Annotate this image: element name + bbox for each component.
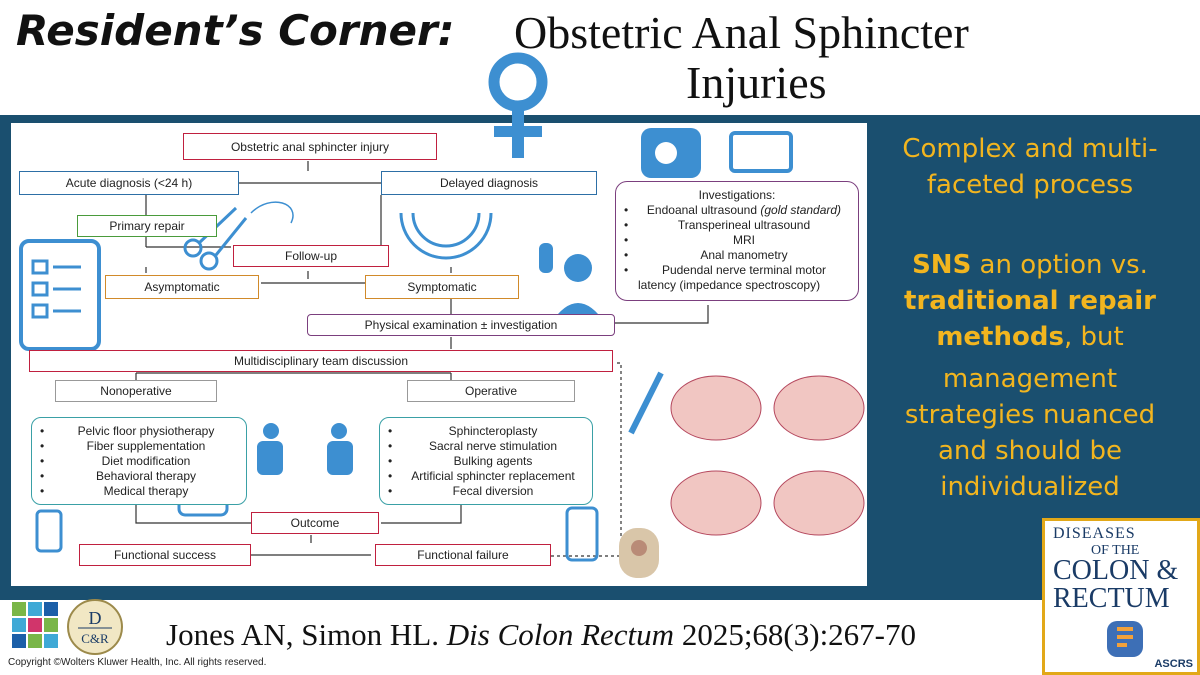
operative-list: Sphincteroplasty Sacral nerve stimulatio… bbox=[388, 424, 584, 499]
list-item: Pelvic floor physiotherapy bbox=[40, 424, 238, 439]
list-item: Bulking agents bbox=[388, 454, 584, 469]
investigation-item-cont: latency (impedance spectroscopy) bbox=[638, 278, 821, 292]
dcr-seal-icon: D C&R bbox=[67, 599, 123, 655]
symptomatic-box: Symptomatic bbox=[365, 275, 519, 299]
summary-line-4: traditional repair bbox=[904, 286, 1156, 316]
journal-cover: DISEASES OF THE COLON & RECTUM ASCRS bbox=[1042, 518, 1200, 675]
summary-line-8: and should be bbox=[937, 436, 1123, 466]
utensil-icon bbox=[35, 509, 63, 553]
operative-box: Operative bbox=[407, 380, 575, 402]
list-item: Sphincteroplasty bbox=[388, 424, 584, 439]
injury-box: Obstetric anal sphincter injury bbox=[183, 133, 437, 160]
summary-line-9: individualized bbox=[940, 472, 1120, 502]
delayed-diagnosis-box: Delayed diagnosis bbox=[381, 171, 597, 195]
flowchart-figure: Obstetric anal sphincter injury Acute di… bbox=[11, 123, 867, 586]
list-item: Behavioral therapy bbox=[40, 469, 238, 484]
list-item: Fecal diversion bbox=[388, 484, 584, 499]
patients-icon bbox=[257, 423, 353, 475]
investigation-item: Endoanal ultrasound (gold standard) bbox=[624, 203, 850, 218]
nonoperative-list-box: Pelvic floor physiotherapy Fiber supplem… bbox=[31, 417, 247, 505]
list-item: Artificial sphincter replacement bbox=[388, 469, 584, 484]
wolters-kluwer-logo-icon bbox=[12, 602, 58, 648]
stoma-icon bbox=[619, 528, 659, 578]
title-bold: Resident’s Corner: bbox=[16, 6, 455, 55]
functional-failure-box: Functional failure bbox=[375, 544, 551, 566]
journal-org: ASCRS bbox=[1154, 658, 1193, 670]
journal-title-1: DISEASES bbox=[1053, 525, 1136, 542]
investigation-item: MRI bbox=[624, 233, 850, 248]
title-main: Obstetric Anal Sphincter bbox=[514, 7, 969, 58]
investigation-item: Anal manometry bbox=[624, 248, 850, 263]
scanner-icon bbox=[641, 128, 793, 178]
summary-line-1: Complex and multi- bbox=[902, 134, 1158, 164]
investigation-item: Pudendal nerve terminal motor bbox=[624, 263, 850, 278]
syringe-icon bbox=[628, 371, 664, 435]
list-item: Diet modification bbox=[40, 454, 238, 469]
journal-title-3: COLON & bbox=[1053, 555, 1179, 586]
probe-icon bbox=[399, 212, 493, 260]
scissors-icon bbox=[183, 201, 294, 271]
title-main-line2: Injuries bbox=[686, 57, 827, 108]
physical-exam-box: Physical examination ± investigation bbox=[307, 314, 615, 336]
investigations-title: Investigations: bbox=[698, 188, 776, 202]
copyright: Copyright ©Wolters Kluwer Health, Inc. A… bbox=[8, 657, 267, 668]
bottle-icon bbox=[565, 506, 599, 562]
mdt-box: Multidisciplinary team discussion bbox=[29, 350, 613, 372]
functional-success-box: Functional success bbox=[79, 544, 251, 566]
surgical-images bbox=[670, 375, 865, 536]
female-symbol-icon bbox=[488, 52, 548, 158]
summary-line-2: faceted process bbox=[926, 170, 1134, 200]
investigations-box: Investigations: Endoanal ultrasound (gol… bbox=[615, 181, 859, 301]
asymptomatic-box: Asymptomatic bbox=[105, 275, 259, 299]
list-item: Fiber supplementation bbox=[40, 439, 238, 454]
nonoperative-list: Pelvic floor physiotherapy Fiber supplem… bbox=[40, 424, 238, 499]
investigations-list: Investigations: Endoanal ultrasound (gol… bbox=[624, 188, 850, 293]
summary-line-3: SNS an option vs. bbox=[912, 250, 1148, 280]
list-item: Sacral nerve stimulation bbox=[388, 439, 584, 454]
dcr-seal-bottom: C&R bbox=[81, 631, 109, 646]
checklist-icon bbox=[19, 239, 101, 351]
journal-title-2: OF THE bbox=[1091, 543, 1140, 558]
primary-repair-box: Primary repair bbox=[77, 215, 217, 237]
summary-line-6: management bbox=[942, 364, 1118, 394]
follow-up-box: Follow-up bbox=[233, 245, 389, 267]
citation: Jones AN, Simon HL. Dis Colon Rectum 202… bbox=[166, 617, 917, 652]
operative-list-box: Sphincteroplasty Sacral nerve stimulatio… bbox=[379, 417, 593, 505]
acute-diagnosis-box: Acute diagnosis (<24 h) bbox=[19, 171, 239, 195]
list-item: Medical therapy bbox=[40, 484, 238, 499]
outcome-box: Outcome bbox=[251, 512, 379, 534]
journal-logo-icon bbox=[1107, 621, 1143, 657]
investigation-item: Transperineal ultrasound bbox=[624, 218, 850, 233]
dcr-seal-top: D bbox=[89, 608, 102, 628]
clinician-icon bbox=[539, 243, 605, 323]
summary-line-7: strategies nuanced bbox=[904, 400, 1156, 430]
summary-line-5: methods, but bbox=[936, 322, 1124, 352]
journal-title-4: RECTUM bbox=[1053, 583, 1170, 614]
nonoperative-box: Nonoperative bbox=[55, 380, 217, 402]
